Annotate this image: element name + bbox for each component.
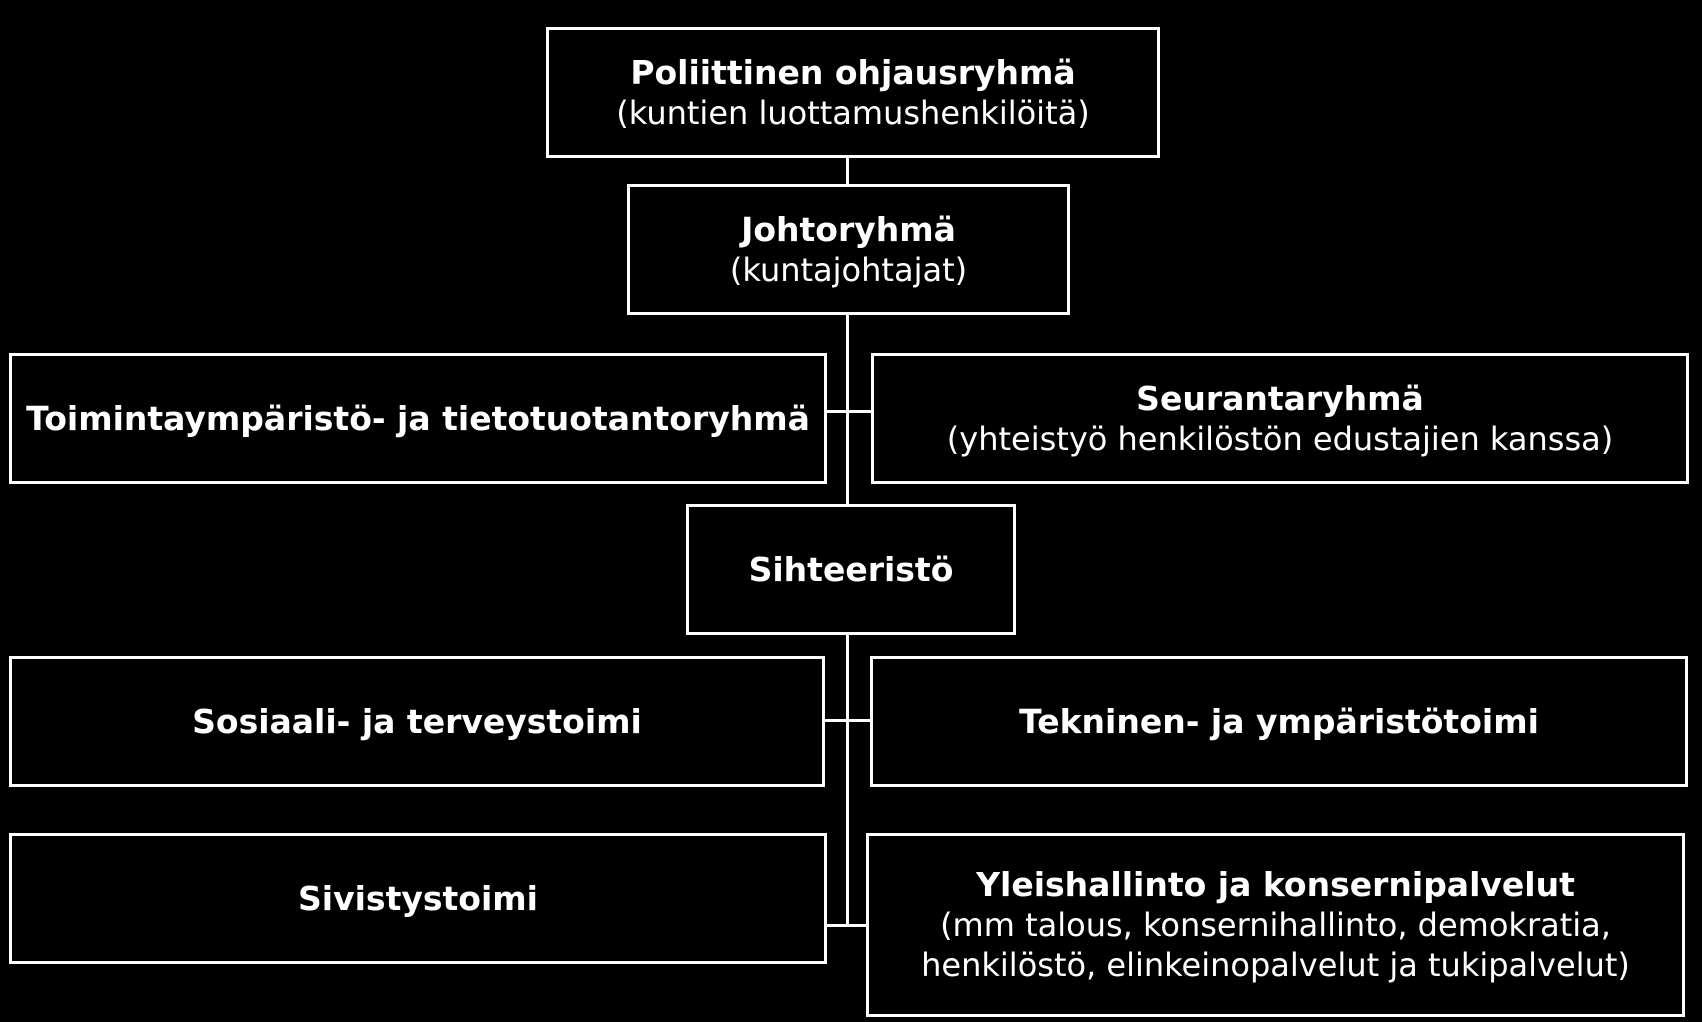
technical-environment-box: Tekninen- ja ympäristötoimi (870, 656, 1688, 787)
social-health-title: Sosiaali- ja terveystoimi (192, 701, 642, 741)
education-box: Sivistystoimi (9, 833, 827, 964)
administration-title: Yleishallinto ja konsernipalvelut (976, 865, 1575, 904)
management-group-subtitle: (kuntajohtajat) (729, 250, 968, 289)
political-steering-group-box: Poliittinen ohjausryhmä (kuntien luottam… (546, 27, 1160, 158)
social-health-box: Sosiaali- ja terveystoimi (9, 656, 825, 787)
management-group-title: Johtoryhmä (741, 209, 956, 249)
education-title: Sivistystoimi (298, 878, 538, 918)
connector-social-technical (823, 719, 873, 722)
administration-subtitle-line1: (mm talous, konsernihallinto, demokratia… (940, 906, 1611, 944)
political-steering-group-subtitle: (kuntien luottamushenkilöitä) (616, 93, 1090, 132)
environment-data-group-title: Toimintaympäristö- ja tietotuotantoryhmä (26, 398, 810, 438)
administration-box: Yleishallinto ja konsernipalvelut (mm ta… (866, 833, 1685, 1017)
management-group-box: Johtoryhmä (kuntajohtajat) (627, 184, 1070, 315)
administration-subtitle-line2: henkilöstö, elinkeinopalvelut ja tukipal… (921, 946, 1630, 984)
connector-political-management (846, 158, 849, 186)
political-steering-group-title: Poliittinen ohjausryhmä (630, 52, 1076, 92)
monitoring-group-title: Seurantaryhmä (1136, 378, 1424, 418)
monitoring-group-box: Seurantaryhmä (yhteistyö henkilöstön edu… (871, 353, 1689, 484)
secretariat-title: Sihteeristö (748, 549, 954, 589)
secretariat-box: Sihteeristö (686, 504, 1016, 635)
connector-education-admin (825, 924, 870, 927)
environment-data-group-box: Toimintaympäristö- ja tietotuotantoryhmä (9, 353, 827, 484)
connector-environment-monitoring (825, 410, 873, 413)
technical-environment-title: Tekninen- ja ympäristötoimi (1019, 701, 1539, 741)
connector-secretariat-departments (846, 634, 849, 926)
monitoring-group-subtitle: (yhteistyö henkilöstön edustajien kanssa… (946, 419, 1614, 458)
